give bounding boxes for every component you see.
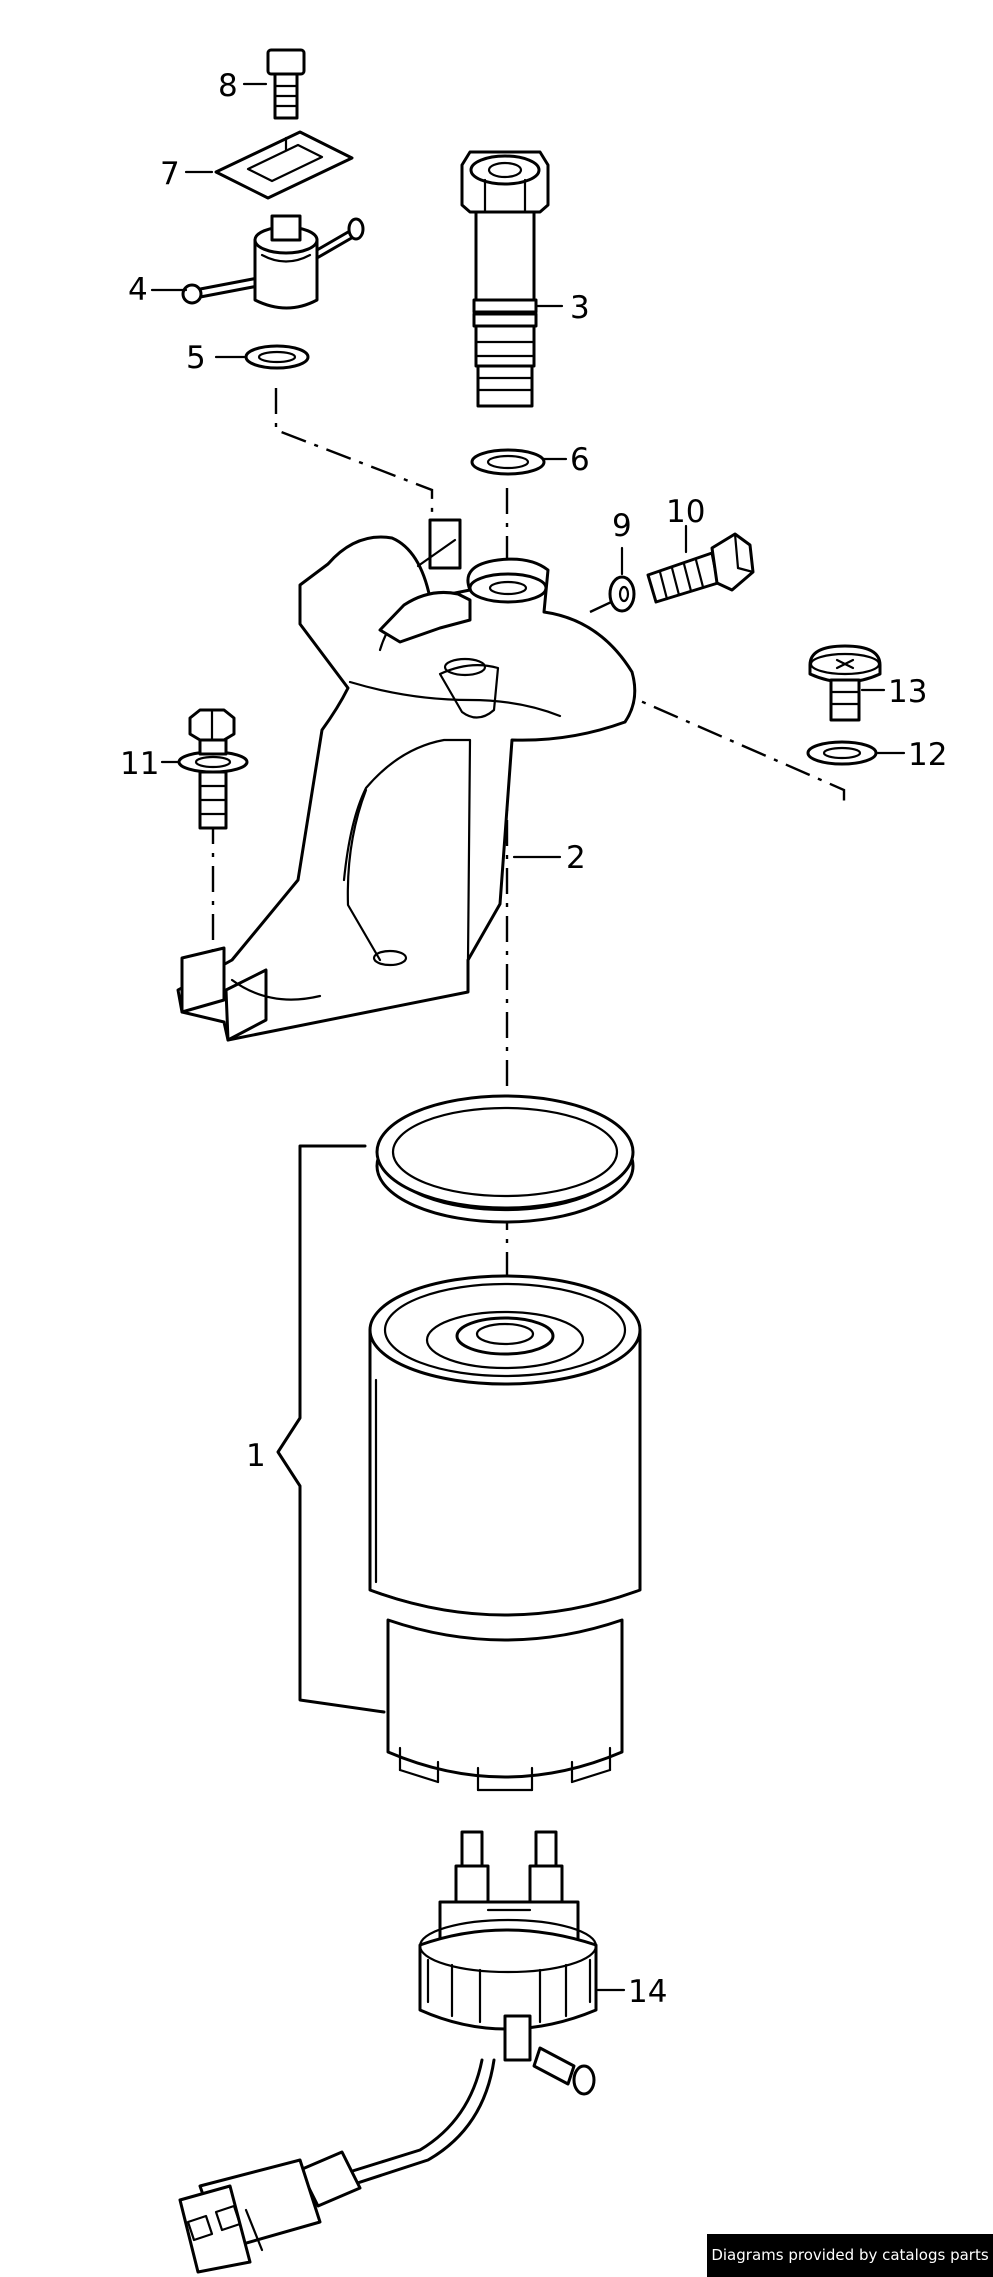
callout-2: 2 (566, 840, 586, 876)
part-13-screw (808, 644, 882, 722)
callout-7: 7 (160, 156, 180, 192)
callout-8: 8 (218, 68, 238, 104)
part-4-banjo-bolt (181, 214, 365, 310)
part-5-oring (244, 344, 310, 370)
part-6-seal (470, 448, 546, 476)
part-11-bolt (177, 708, 249, 830)
callout-6: 6 (570, 442, 590, 478)
callout-1: 1 (246, 1438, 266, 1474)
callout-5: 5 (186, 340, 206, 376)
part-12-washer (806, 740, 878, 766)
part-10-bolt (646, 532, 755, 604)
callout-11: 11 (120, 746, 159, 782)
leader-lines (150, 82, 906, 1992)
callout-3: 3 (570, 290, 590, 326)
callout-14: 14 (628, 1974, 667, 2010)
part-14-sensor (178, 1830, 598, 2274)
callout-12: 12 (908, 737, 947, 773)
callout-13: 13 (888, 674, 927, 710)
callout-9: 9 (612, 508, 632, 544)
part-1-filter-cartridge (368, 1274, 642, 1792)
callout-10: 10 (666, 494, 705, 530)
callout-labels: 1 2 3 4 5 6 7 8 9 10 11 12 13 14 (120, 68, 947, 2010)
diagram-credit-banner: Diagrams provided by catalogs parts (707, 2234, 993, 2277)
part-2-bracket (176, 518, 637, 1042)
callout-4: 4 (128, 272, 148, 308)
part-8-bolt (266, 48, 306, 120)
part-9-washer (608, 575, 636, 613)
part-3-connector (460, 150, 550, 408)
part-1-set-bracket (276, 1144, 386, 1714)
part-7-gasket (214, 130, 354, 200)
part-1-seal-ring (375, 1094, 635, 1224)
